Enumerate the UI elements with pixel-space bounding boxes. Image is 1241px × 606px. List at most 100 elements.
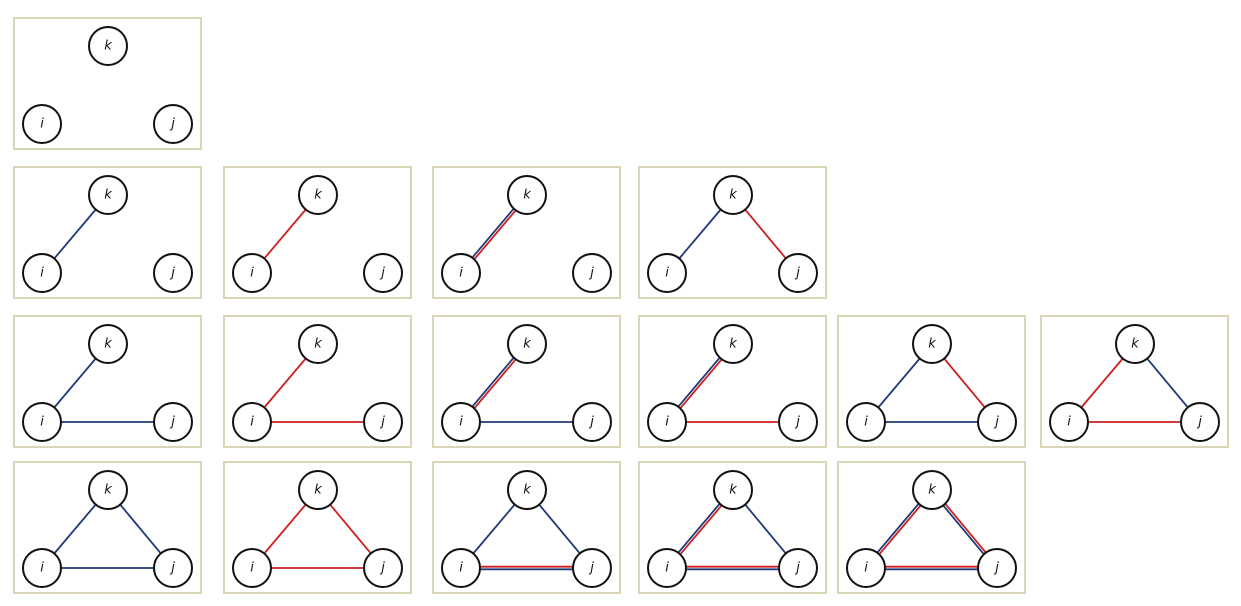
node-k: k — [507, 324, 547, 364]
node-i: i — [441, 548, 481, 588]
node-circle — [298, 175, 338, 215]
node-j: j — [1180, 402, 1220, 442]
node-circle — [22, 253, 62, 293]
node-circle — [572, 253, 612, 293]
node-circle — [713, 470, 753, 510]
node-label: k — [523, 337, 531, 352]
edge-k-j-blue — [119, 504, 162, 554]
edge-k-j-red — [944, 503, 987, 554]
node-label: j — [794, 561, 800, 576]
edge-i-k-red — [679, 358, 723, 409]
node-label: k — [928, 337, 936, 352]
node-j: j — [153, 548, 193, 588]
node-circle — [153, 104, 193, 144]
edge-i-k-red — [679, 504, 723, 555]
node-label: j — [993, 415, 999, 430]
node-label: i — [40, 266, 44, 281]
node-label: j — [588, 561, 594, 576]
node-circle — [232, 548, 272, 588]
node-i: i — [647, 402, 687, 442]
node-k: k — [507, 470, 547, 510]
node-j: j — [977, 402, 1017, 442]
node-j: j — [778, 253, 818, 293]
node-j: j — [778, 402, 818, 442]
node-i: i — [232, 402, 272, 442]
node-circle — [441, 548, 481, 588]
edge-i-k-blue — [876, 503, 920, 554]
node-j: j — [363, 253, 403, 293]
node-i: i — [22, 253, 62, 293]
node-circle — [713, 175, 753, 215]
node-label: i — [864, 415, 868, 430]
node-label: k — [523, 483, 531, 498]
edge-i-k-red — [263, 503, 307, 555]
node-i: i — [441, 253, 481, 293]
node-circle — [778, 402, 818, 442]
node-label: k — [314, 483, 322, 498]
node-j: j — [572, 402, 612, 442]
edge-k-j-blue — [538, 504, 581, 554]
node-circle — [22, 402, 62, 442]
node-j: j — [363, 548, 403, 588]
node-label: k — [1131, 337, 1139, 352]
node-label: i — [40, 117, 44, 132]
node-label: k — [928, 483, 936, 498]
node-i: i — [22, 104, 62, 144]
node-circle — [846, 548, 886, 588]
node-label: j — [169, 415, 175, 430]
node-i: i — [1049, 402, 1089, 442]
node-label: k — [729, 337, 737, 352]
node-label: i — [459, 561, 463, 576]
edge-i-k-red — [878, 504, 922, 555]
node-label: k — [104, 188, 112, 203]
node-i: i — [441, 402, 481, 442]
node-j: j — [778, 548, 818, 588]
node-label: i — [665, 561, 669, 576]
node-label: i — [665, 266, 669, 281]
node-circle — [507, 470, 547, 510]
node-circle — [977, 402, 1017, 442]
node-circle — [778, 548, 818, 588]
node-k: k — [88, 324, 128, 364]
node-i: i — [647, 253, 687, 293]
node-circle — [22, 104, 62, 144]
node-circle — [846, 402, 886, 442]
node-i: i — [22, 402, 62, 442]
node-circle — [363, 402, 403, 442]
node-label: i — [459, 266, 463, 281]
node-circle — [232, 402, 272, 442]
node-circle — [441, 402, 481, 442]
node-label: j — [588, 415, 594, 430]
node-label: i — [864, 561, 868, 576]
node-i: i — [232, 548, 272, 588]
edge-i-k-blue — [471, 357, 515, 408]
edge-i-k-blue — [53, 503, 97, 555]
node-j: j — [153, 402, 193, 442]
node-circle — [507, 324, 547, 364]
node-circle — [363, 253, 403, 293]
edge-i-k-blue — [877, 357, 921, 409]
edge-i-k-blue — [678, 208, 722, 260]
edge-i-k-red — [473, 209, 517, 260]
node-circle — [647, 253, 687, 293]
node-circle — [647, 402, 687, 442]
node-k: k — [713, 470, 753, 510]
node-circle — [912, 324, 952, 364]
node-label: j — [794, 415, 800, 430]
node-k: k — [713, 175, 753, 215]
panel-r4-c3: k i j — [432, 461, 621, 594]
node-k: k — [88, 175, 128, 215]
node-j: j — [153, 104, 193, 144]
node-label: j — [169, 117, 175, 132]
node-label: i — [250, 561, 254, 576]
edge-i-k-red — [263, 208, 307, 260]
edge-i-k-blue — [53, 357, 97, 409]
edge-k-j-blue — [942, 504, 985, 555]
node-k: k — [298, 324, 338, 364]
